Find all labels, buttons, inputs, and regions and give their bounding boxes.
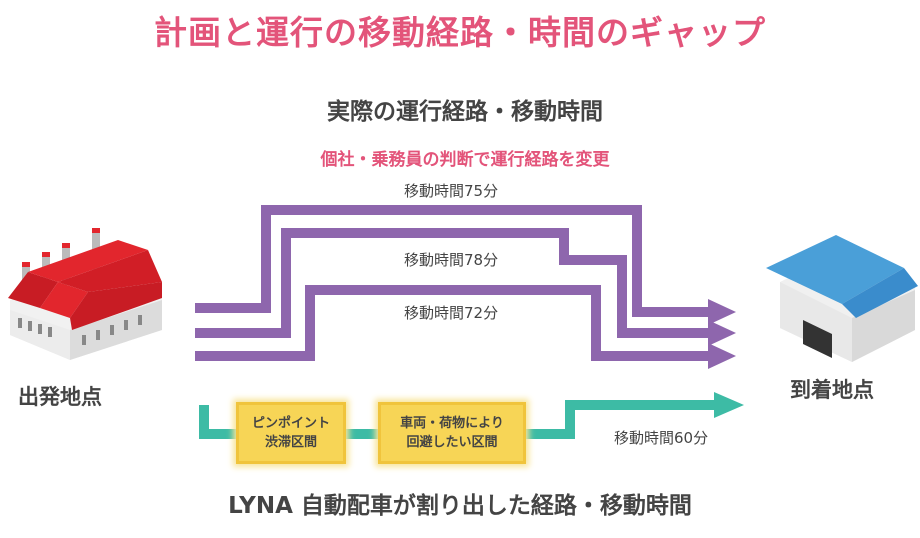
end-point-label: 到着地点 [790,378,874,402]
actual-route-subheading: 個社・乗務員の判断で運行経路を変更 [320,150,610,170]
actual-route-72 [195,285,712,361]
congestion-section-box: ピンポイント渋滞区間 [236,402,346,464]
actual-route-78 [195,228,712,338]
route-time-label: 移動時間75分 [404,182,499,200]
lyna-caption: LYNA 自動配車が割り出した経路・移動時間 [228,493,692,519]
actual-route-heading: 実際の運行経路・移動時間 [327,99,603,125]
lyna-route [199,400,718,439]
house-icon [766,235,918,362]
page-title: 計画と運行の移動経路・時間のギャップ [154,13,766,52]
arrow-head-icon [708,320,736,346]
lyna-arrow-head-icon [714,392,744,418]
box-line: 車両・荷物により [400,416,504,431]
route-time-label: 移動時間72分 [404,304,499,322]
start-point-label: 出発地点 [18,385,102,409]
factory-icon [8,228,162,360]
lyna-time-label: 移動時間60分 [614,429,709,447]
route-time-label: 移動時間78分 [404,251,499,269]
actual-routes [195,205,712,361]
arrow-head-icon [708,343,736,369]
avoid-section-box: 車両・荷物により回避したい区間 [378,402,526,464]
box-line: 回避したい区間 [406,435,498,450]
actual-route-75 [195,205,712,317]
box-line: 渋滞区間 [264,435,317,450]
arrow-head-icon [708,299,736,325]
box-line: ピンポイント [251,416,330,431]
